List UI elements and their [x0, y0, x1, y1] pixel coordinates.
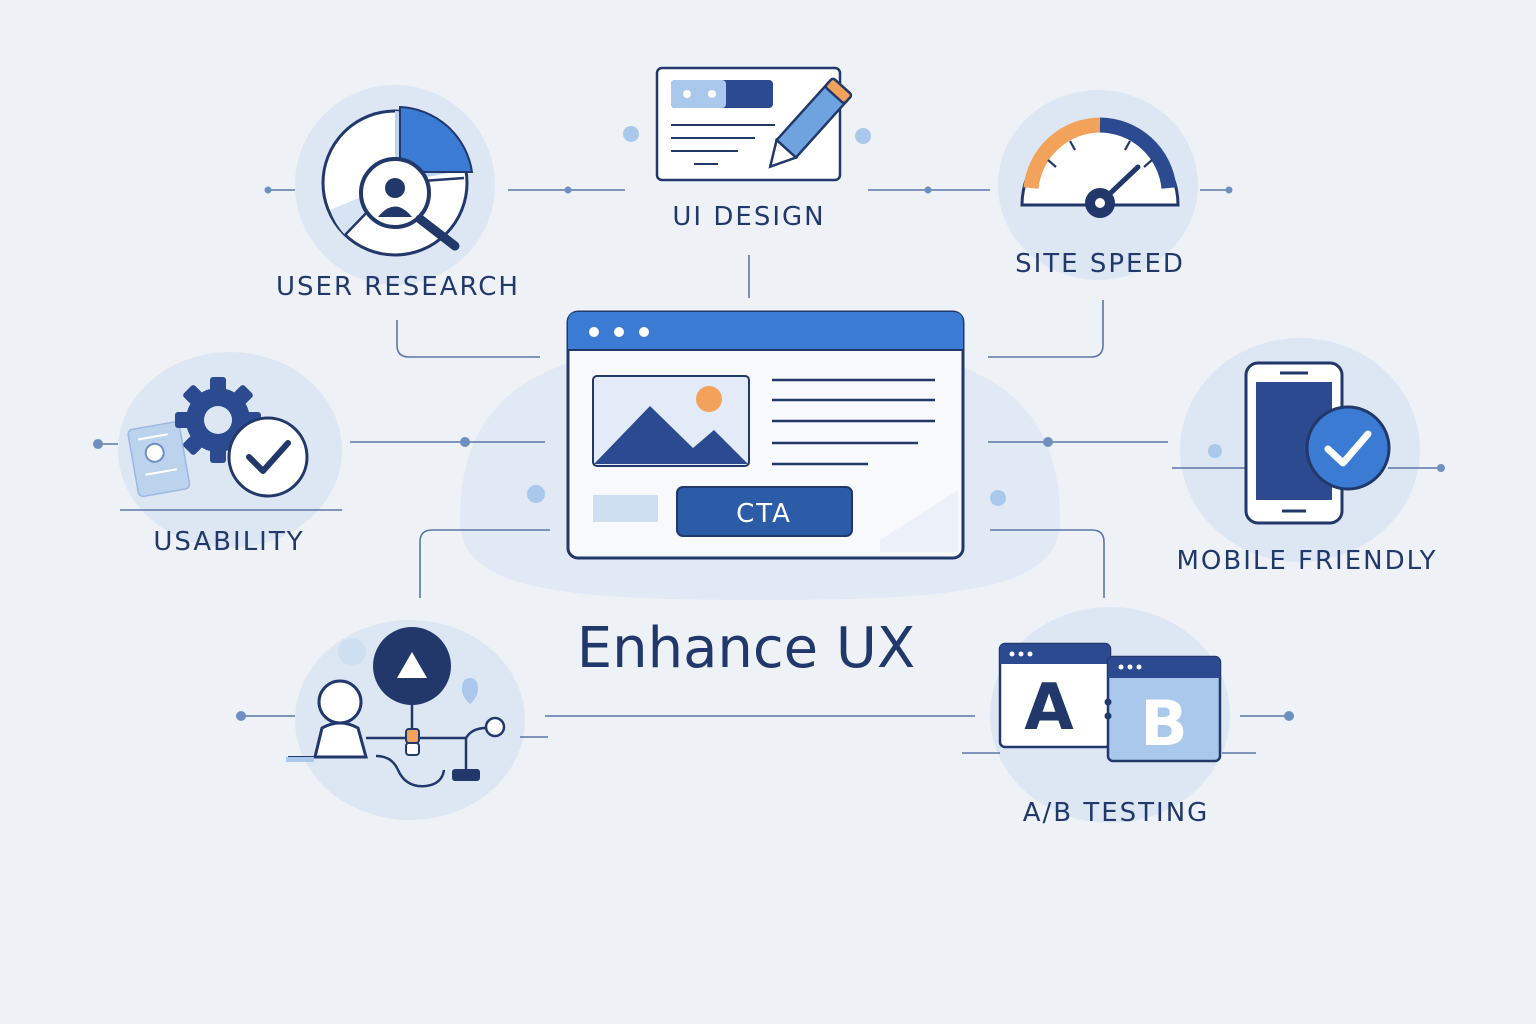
image-placeholder-icon — [592, 375, 750, 467]
variant-b-letter: B — [1140, 687, 1187, 760]
speedometer-icon — [1020, 117, 1180, 218]
window-dot-icon — [639, 327, 649, 337]
window-dot-icon — [614, 327, 624, 337]
gear-check-icon — [127, 377, 309, 498]
magnifier-pie-icon — [321, 105, 474, 257]
mobile-friendly-label: MOBILE FRIENDLY — [1176, 546, 1438, 576]
cta-button-shape — [676, 486, 853, 537]
user-research-label: USER RESEARCH — [276, 272, 520, 302]
center-browser-window — [566, 310, 965, 560]
connector-dots — [93, 186, 1445, 721]
usability-label: USABILITY — [153, 527, 305, 557]
secondary-button-placeholder — [593, 495, 658, 522]
phone-check-icon — [1244, 361, 1391, 525]
site-speed-label: SITE SPEED — [1015, 249, 1185, 279]
text-lines-icon — [772, 378, 935, 466]
window-dot-icon — [589, 327, 599, 337]
ab-testing-label: A/B TESTING — [1022, 798, 1210, 828]
ui-design-label: UI DESIGN — [672, 202, 826, 232]
ab-windows-icon: A B — [998, 642, 1222, 763]
user-journey-icon — [286, 627, 506, 788]
page-title: Enhance UX — [576, 616, 916, 681]
variant-a-letter: A — [1024, 671, 1074, 745]
decorative-bubbles — [527, 126, 1222, 506]
cta-button-label[interactable]: CTA — [736, 499, 792, 529]
wireframe-pencil-icon — [655, 66, 853, 182]
connector-lines — [98, 189, 1440, 754]
